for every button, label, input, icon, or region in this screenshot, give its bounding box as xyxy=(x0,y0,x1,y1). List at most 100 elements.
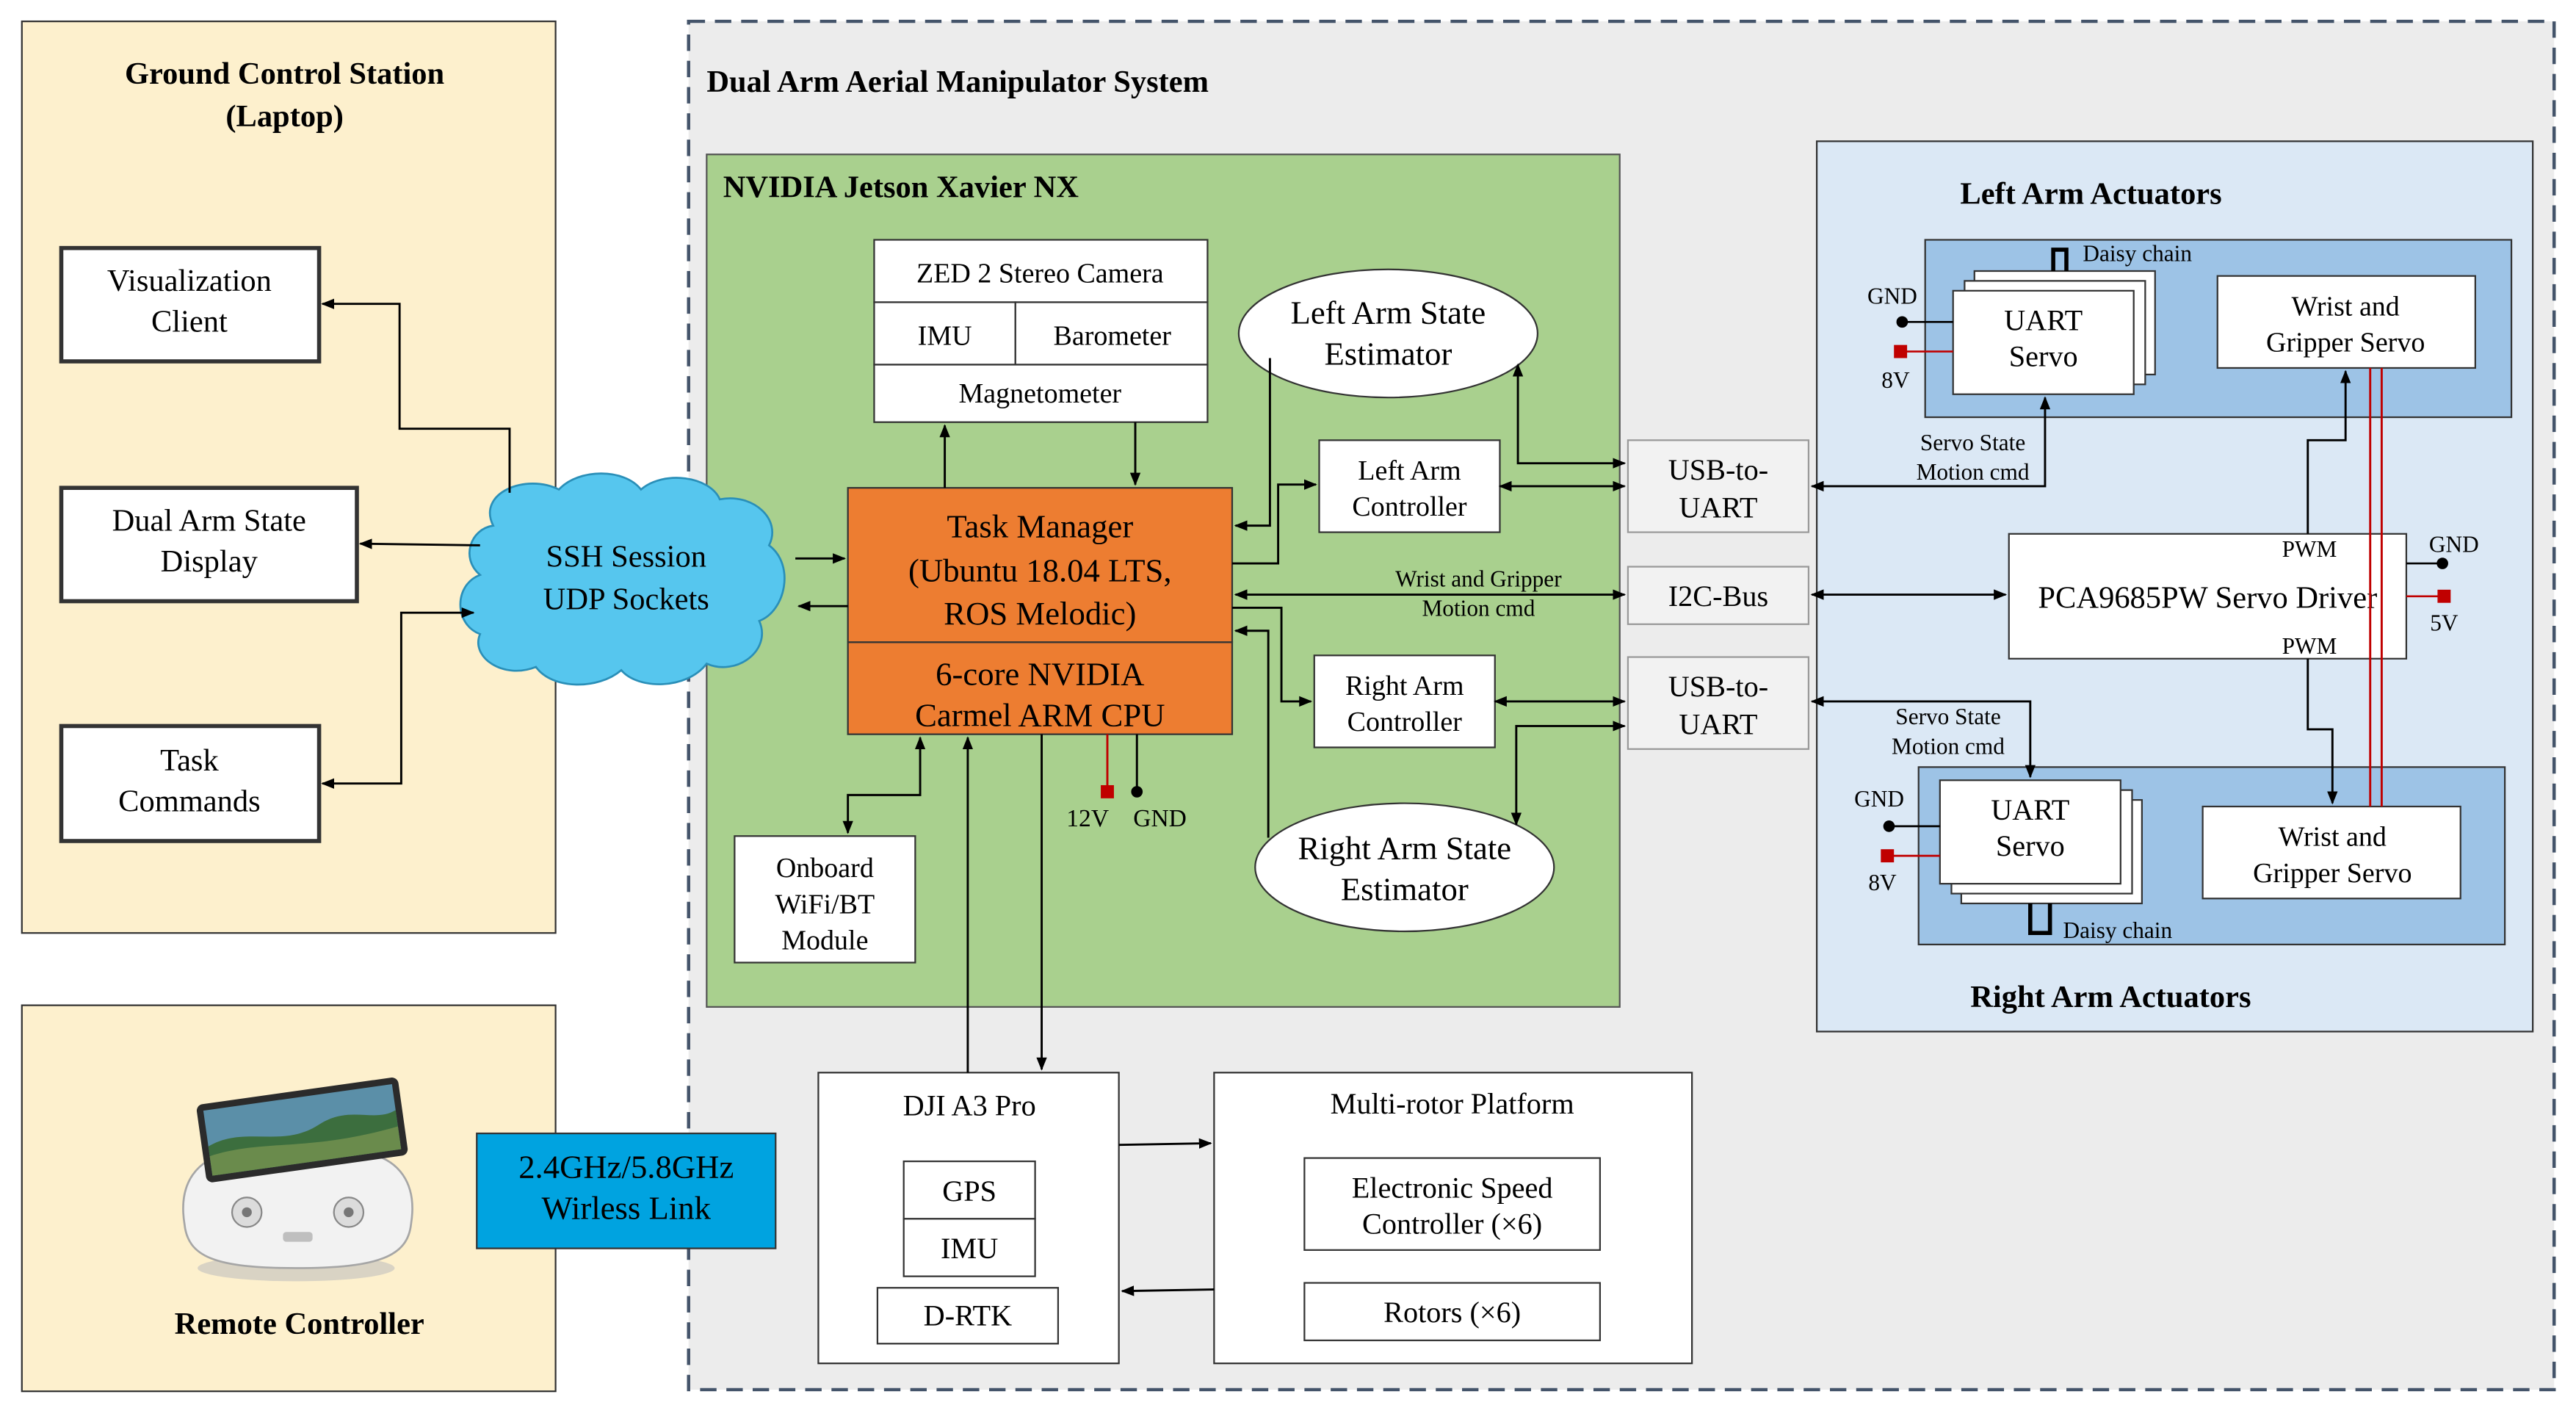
pca-pwm-bottom-label: PWM xyxy=(2282,633,2337,659)
remote-controller-title: Remote Controller xyxy=(175,1307,424,1341)
right-wrist-servo-label-2: Gripper Servo xyxy=(2253,858,2412,889)
right-uart-servo-label: UART xyxy=(1991,793,2069,826)
cpu-12v-label: 12V xyxy=(1066,805,1109,832)
pca-servo-driver xyxy=(2008,533,2408,660)
visualization-client-label: Visualization xyxy=(107,264,272,298)
left-estimator-label-2: Estimator xyxy=(1324,335,1452,372)
esc-label-2: Controller (×6) xyxy=(1362,1207,1542,1240)
cpu-gnd-label: GND xyxy=(1133,805,1187,832)
visualization-client-label-2: Client xyxy=(151,305,228,339)
dji-label: DJI A3 Pro xyxy=(903,1089,1036,1122)
left-controller-label-2: Controller xyxy=(1352,491,1467,522)
right-estimator-label-2: Estimator xyxy=(1341,871,1469,908)
right-arm-controller xyxy=(1313,654,1496,748)
dji-drtk-label: D-RTK xyxy=(924,1299,1013,1332)
state-display-label: Dual Arm State xyxy=(112,503,306,538)
visualization-client-box xyxy=(59,245,322,364)
right-usb-uart-label: USB-to- xyxy=(1668,670,1768,703)
i2c-bus-label: I2C-Bus xyxy=(1668,580,1768,613)
wifi-module-label-3: Module xyxy=(781,925,868,956)
ground-station-subtitle: (Laptop) xyxy=(225,99,344,134)
task-manager-label: Task Manager xyxy=(947,508,1133,544)
right-servo-state-label: Servo State xyxy=(1895,704,2000,729)
right-wrist-servo-label: Wrist and xyxy=(2279,822,2387,853)
left-actuators-title: Left Arm Actuators xyxy=(1960,176,2221,211)
wireless-link-label: 2.4GHz/5.8GHz xyxy=(518,1148,734,1185)
right-controller-label: Right Arm xyxy=(1345,671,1464,701)
cloud-label: SSH Session xyxy=(546,540,706,574)
left-uart-servo-label: UART xyxy=(2004,304,2083,337)
remote-controller-panel: Remote Controller xyxy=(21,1004,557,1393)
left-gnd-label: GND xyxy=(1867,284,1917,309)
pca-gnd-label: GND xyxy=(2429,531,2479,557)
task-manager-block: Task Manager (Ubuntu 18.04 LTS, ROS Melo… xyxy=(847,487,1234,735)
left-wrist-servo-label-2: Gripper Servo xyxy=(2266,328,2425,358)
camera-label: ZED 2 Stereo Camera xyxy=(916,259,1164,289)
ground-control-station-panel: Ground Control Station (Laptop) Visualiz… xyxy=(21,20,557,934)
dji-a3-pro-block: DJI A3 Pro GPS IMU D-RTK xyxy=(817,1072,1120,1365)
platform-label: Multi-rotor Platform xyxy=(1331,1087,1574,1120)
right-motion-cmd-label: Motion cmd xyxy=(1892,733,2005,759)
cloud-label-2: UDP Sockets xyxy=(543,582,709,617)
dji-imu-label: IMU xyxy=(941,1232,998,1265)
cpu-label: 6-core NVIDIA xyxy=(936,656,1144,693)
left-controller-label: Left Arm xyxy=(1358,455,1461,486)
state-display-label-2: Display xyxy=(161,544,258,579)
right-gnd-label: GND xyxy=(1854,786,1904,812)
task-commands-box xyxy=(59,723,322,843)
right-arm-estimator xyxy=(1254,802,1555,933)
task-commands-label: Task xyxy=(160,743,219,778)
right-daisy-chain-label: Daisy chain xyxy=(2063,917,2173,943)
ssh-udp-cloud: SSH Session UDP Sockets xyxy=(459,472,786,686)
pca-label: PCA9685PW Servo Driver xyxy=(2038,580,2377,615)
remote-controller-image xyxy=(182,1078,413,1282)
left-usb-uart-label-2: UART xyxy=(1679,491,1757,524)
wifi-module-box xyxy=(734,835,916,964)
system-title: Dual Arm Aerial Manipulator System xyxy=(706,65,1209,99)
pca-pwm-top-label: PWM xyxy=(2282,536,2337,562)
left-wrist-servo-label: Wrist and xyxy=(2292,291,2400,322)
right-8v-label: 8V xyxy=(1868,870,1897,895)
connectors xyxy=(321,298,2351,1296)
task-manager-ros-label: ROS Melodic) xyxy=(944,595,1136,632)
magnetometer-label: Magnetometer xyxy=(959,378,1122,409)
left-motion-cmd-label: Motion cmd xyxy=(1917,459,2030,485)
ground-station-title: Ground Control Station xyxy=(125,57,444,91)
right-controller-label-2: Controller xyxy=(1347,707,1463,737)
right-servo-group: Daisy chain UART Servo GND 8V Wrist and … xyxy=(1854,766,2506,946)
left-uart-servo-label-2: Servo xyxy=(2009,340,2078,373)
rotors-label: Rotors (×6) xyxy=(1383,1296,1521,1329)
left-estimator-label: Left Arm State xyxy=(1291,295,1486,331)
dji-gps-label: GPS xyxy=(942,1174,996,1208)
pca-5v-label: 5V xyxy=(2430,610,2459,636)
right-uart-servo-label-2: Servo xyxy=(1996,829,2065,862)
left-arm-estimator xyxy=(1237,268,1539,399)
wrist-cmd-label-2: Motion cmd xyxy=(1422,596,1535,621)
right-usb-uart-label-2: UART xyxy=(1679,708,1757,741)
wireless-link-label-2: Wirless Link xyxy=(542,1189,712,1226)
barometer-label: Barometer xyxy=(1054,321,1172,352)
left-arm-controller xyxy=(1318,439,1501,533)
wifi-module-label-2: WiFi/BT xyxy=(775,889,875,920)
left-daisy-chain-label: Daisy chain xyxy=(2083,241,2192,267)
sensor-stack: ZED 2 Stereo Camera IMU Barometer Magnet… xyxy=(873,239,1209,423)
task-commands-label-2: Commands xyxy=(118,784,261,819)
right-estimator-label: Right Arm State xyxy=(1298,830,1511,867)
left-servo-group: Daisy chain UART Servo GND 8V Wrist and … xyxy=(1867,239,2513,419)
left-usb-uart-label: USB-to- xyxy=(1668,453,1768,486)
multirotor-platform-block: Multi-rotor Platform Electronic Speed Co… xyxy=(1213,1072,1693,1365)
left-servo-state-label: Servo State xyxy=(1920,430,2025,455)
wireless-link-box xyxy=(476,1132,777,1249)
right-usb-uart-box xyxy=(1627,656,1810,750)
i2c-bus-box xyxy=(1627,566,1810,625)
wrist-cmd-label: Wrist and Gripper xyxy=(1395,566,1562,591)
cpu-power-pins: 12V GND xyxy=(1066,734,1187,832)
task-manager-os-label: (Ubuntu 18.04 LTS, xyxy=(908,552,1172,589)
left-8v-label: 8V xyxy=(1881,367,1910,393)
jetson-title: NVIDIA Jetson Xavier NX xyxy=(723,170,1079,204)
right-actuators-title: Right Arm Actuators xyxy=(1970,980,2251,1014)
left-usb-uart-box xyxy=(1627,439,1810,533)
state-display-box xyxy=(59,486,359,604)
camera-imu-label: IMU xyxy=(918,321,972,352)
